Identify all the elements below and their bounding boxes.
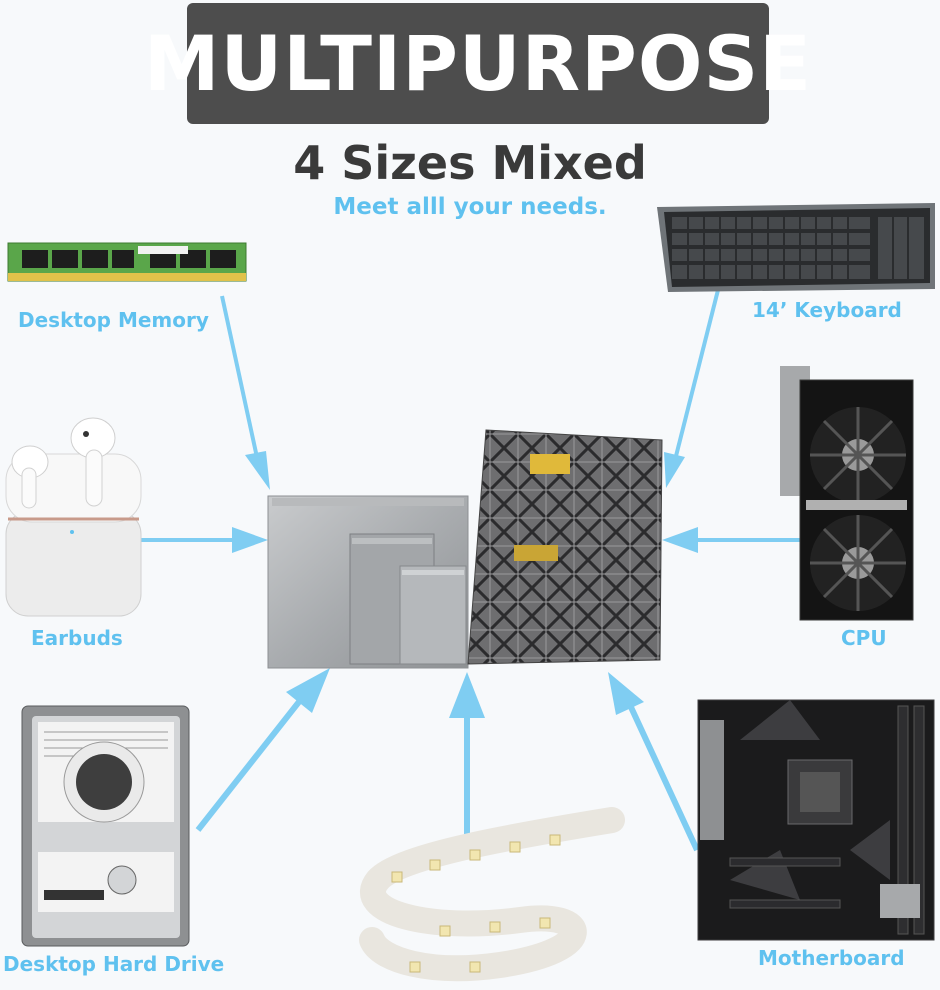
large-bag-image bbox=[467, 429, 663, 665]
label-keyboard: 14’ Keyboard bbox=[752, 298, 902, 322]
arrows bbox=[140, 289, 800, 852]
keyboard-image bbox=[657, 203, 935, 292]
arrow-led-strip bbox=[449, 672, 485, 840]
arrow-earbuds bbox=[140, 527, 268, 553]
arrow-hard-drive bbox=[195, 668, 330, 832]
led-strip-image bbox=[359, 807, 625, 982]
arrow-keyboard bbox=[664, 289, 720, 488]
arrow-memory bbox=[220, 295, 270, 490]
page-title: MULTIPURPOSE bbox=[143, 19, 813, 108]
label-earbuds: Earbuds bbox=[31, 626, 123, 650]
subtitle: 4 Sizes Mixed bbox=[293, 136, 647, 190]
label-desktop-memory: Desktop Memory bbox=[18, 308, 209, 332]
label-cpu: CPU bbox=[841, 626, 887, 650]
arrow-cpu bbox=[662, 527, 800, 553]
earbuds-image bbox=[5, 417, 142, 617]
label-hard-drive: Desktop Hard Drive bbox=[3, 952, 225, 976]
cpu-image bbox=[780, 366, 914, 621]
memory-image bbox=[7, 242, 247, 282]
hard-drive-image bbox=[21, 705, 190, 947]
tagline: Meet alll your needs. bbox=[333, 194, 607, 220]
label-motherboard: Motherboard bbox=[758, 946, 905, 970]
small-bags-image bbox=[267, 495, 469, 669]
arrow-motherboard bbox=[608, 672, 700, 852]
title-banner: MULTIPURPOSE bbox=[144, 3, 811, 124]
motherboard-image bbox=[697, 699, 935, 941]
